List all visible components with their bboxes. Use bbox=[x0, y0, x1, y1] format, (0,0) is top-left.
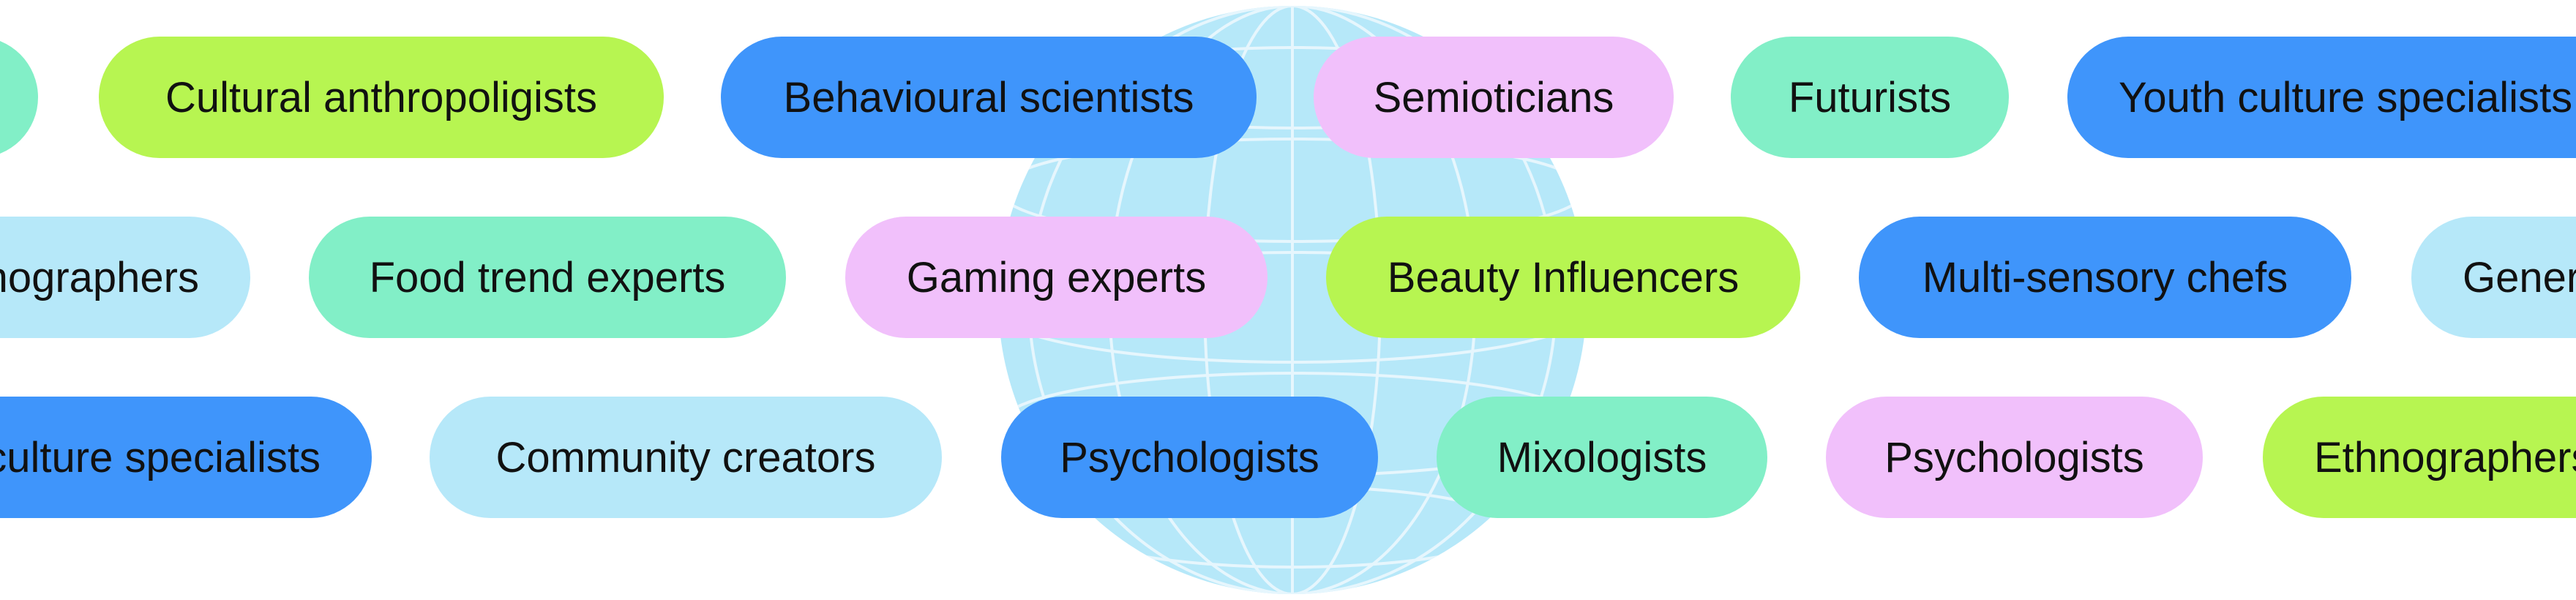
tag-pill-mixologists[interactable]: Mixologists bbox=[1437, 397, 1767, 518]
tag-pill-multi-sensory-chefs[interactable]: Multi-sensory chefs bbox=[1859, 217, 2351, 338]
tag-pill-futurists[interactable]: Futurists bbox=[1731, 37, 2009, 158]
tag-pill-semioticians[interactable]: Semioticians bbox=[1314, 37, 1674, 158]
tag-pill-community-creators[interactable]: Community creators bbox=[430, 397, 942, 518]
tag-pill-food-trend-experts[interactable]: Food trend experts bbox=[309, 217, 786, 338]
tag-pill-ethnographers[interactable]: Ethnographers bbox=[0, 217, 250, 338]
tag-pill-behavioural-scientists[interactable]: Behavioural scientists bbox=[721, 37, 1257, 158]
tag-pill-youth-culture-specialists[interactable]: Youth culture specialists bbox=[2067, 37, 2576, 158]
tag-pill-cultural-anthropologists[interactable]: Cultural anthropoligists bbox=[99, 37, 664, 158]
tag-pill-gaming-experts[interactable]: Gaming experts bbox=[845, 217, 1268, 338]
tag-pill-partial[interactable] bbox=[0, 37, 38, 158]
tag-pill-psychologists-2[interactable]: Psychologists bbox=[1826, 397, 2203, 518]
tag-pill-youth-culture-specialists-2[interactable]: Youth culture specialists bbox=[0, 397, 372, 518]
tag-pill-generation-z[interactable]: Generation Z bbox=[2411, 217, 2576, 338]
tag-pill-psychologists[interactable]: Psychologists bbox=[1001, 397, 1378, 518]
tag-pill-ethnographers-2[interactable]: Ethnographers bbox=[2263, 397, 2576, 518]
tag-pill-beauty-influencers[interactable]: Beauty Influencers bbox=[1326, 217, 1800, 338]
